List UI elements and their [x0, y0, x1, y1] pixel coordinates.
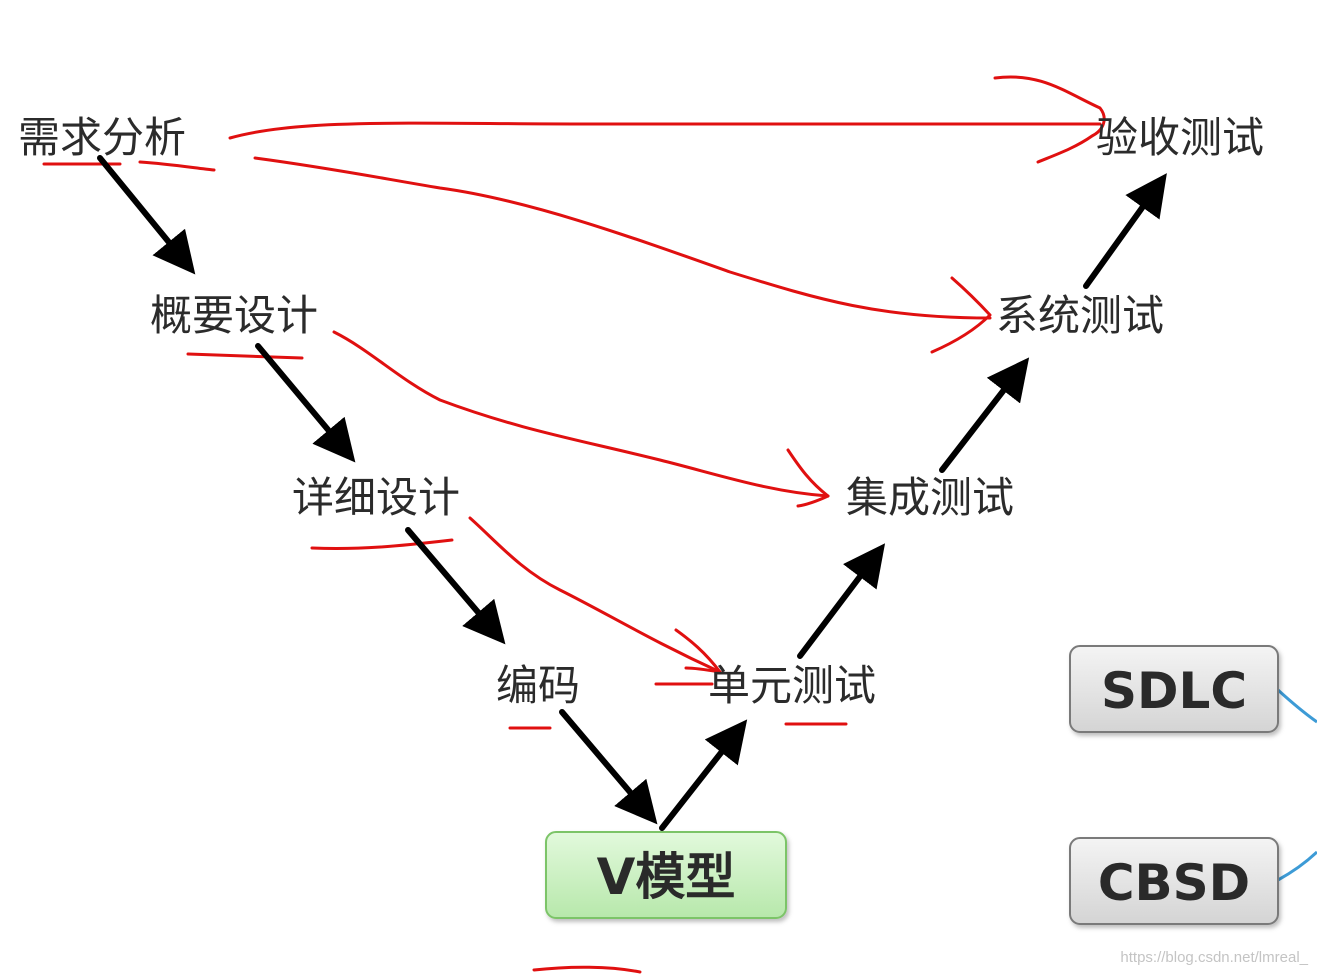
annotation-system-arrowhead: [930, 276, 992, 354]
cbsd-box[interactable]: [1069, 837, 1279, 925]
stage-requirements-analysis: 需求分析: [18, 113, 186, 162]
arrow-coding-to-v: [559, 709, 658, 825]
sdlc-connector: [1276, 688, 1317, 724]
arrow-system-to-acceptance: [1083, 173, 1167, 289]
annotation-acceptance-arrowhead: [993, 75, 1106, 164]
arrow-v-to-unit: [659, 719, 748, 831]
arrow-integration-to-system: [939, 357, 1030, 473]
stage-acceptance-test: 验收测试: [1096, 113, 1264, 162]
red-annotations: [42, 75, 1106, 974]
annotation-unit-arrowhead: [674, 628, 722, 674]
cbsd-label: CBSD: [1098, 854, 1250, 912]
stage-system-test: 系统测试: [996, 291, 1164, 340]
arrow-outline-to-detailed: [255, 343, 356, 463]
watermark: https://blog.csdn.net/lmreal_: [1120, 949, 1308, 966]
underline-requirements: [42, 160, 216, 172]
stage-detailed-design: 详细设计: [292, 473, 460, 522]
underline-outline: [186, 352, 304, 360]
v-model-label: V模型: [597, 848, 736, 906]
sdlc-label: SDLC: [1101, 662, 1247, 720]
stage-integration-test: 集成测试: [846, 473, 1014, 522]
stage-unit-test: 单元测试: [708, 661, 876, 710]
underline-bottom: [532, 965, 642, 974]
annotation-detailed-to-unit: [468, 516, 722, 674]
arrow-requirements-to-outline: [97, 155, 196, 275]
v-model-node[interactable]: V模型: [545, 831, 787, 919]
cbsd-node[interactable]: CBSD: [1069, 837, 1279, 925]
annotation-integration-arrowhead: [786, 448, 830, 508]
cbsd-connector: [1277, 850, 1317, 882]
arrow-unit-to-integration: [797, 543, 886, 659]
annotation-requirements-to-system: [253, 156, 992, 320]
stage-labels: 需求分析 概要设计 详细设计 编码 单元测试 集成测试 系统测试 验收测试: [18, 113, 1264, 710]
sdlc-node[interactable]: SDLC: [1069, 645, 1279, 733]
arrow-detailed-to-coding: [405, 527, 506, 645]
v-arrows: [97, 155, 1167, 831]
annotation-outline-to-integration: [332, 330, 830, 498]
annotation-requirements-to-acceptance: [228, 121, 1102, 140]
stage-outline-design: 概要设计: [150, 291, 318, 340]
stage-coding: 编码: [496, 661, 580, 710]
underline-detailed: [310, 538, 454, 551]
v-model-box[interactable]: [545, 831, 787, 919]
side-connectors: [1276, 688, 1317, 882]
sdlc-box[interactable]: [1069, 645, 1279, 733]
